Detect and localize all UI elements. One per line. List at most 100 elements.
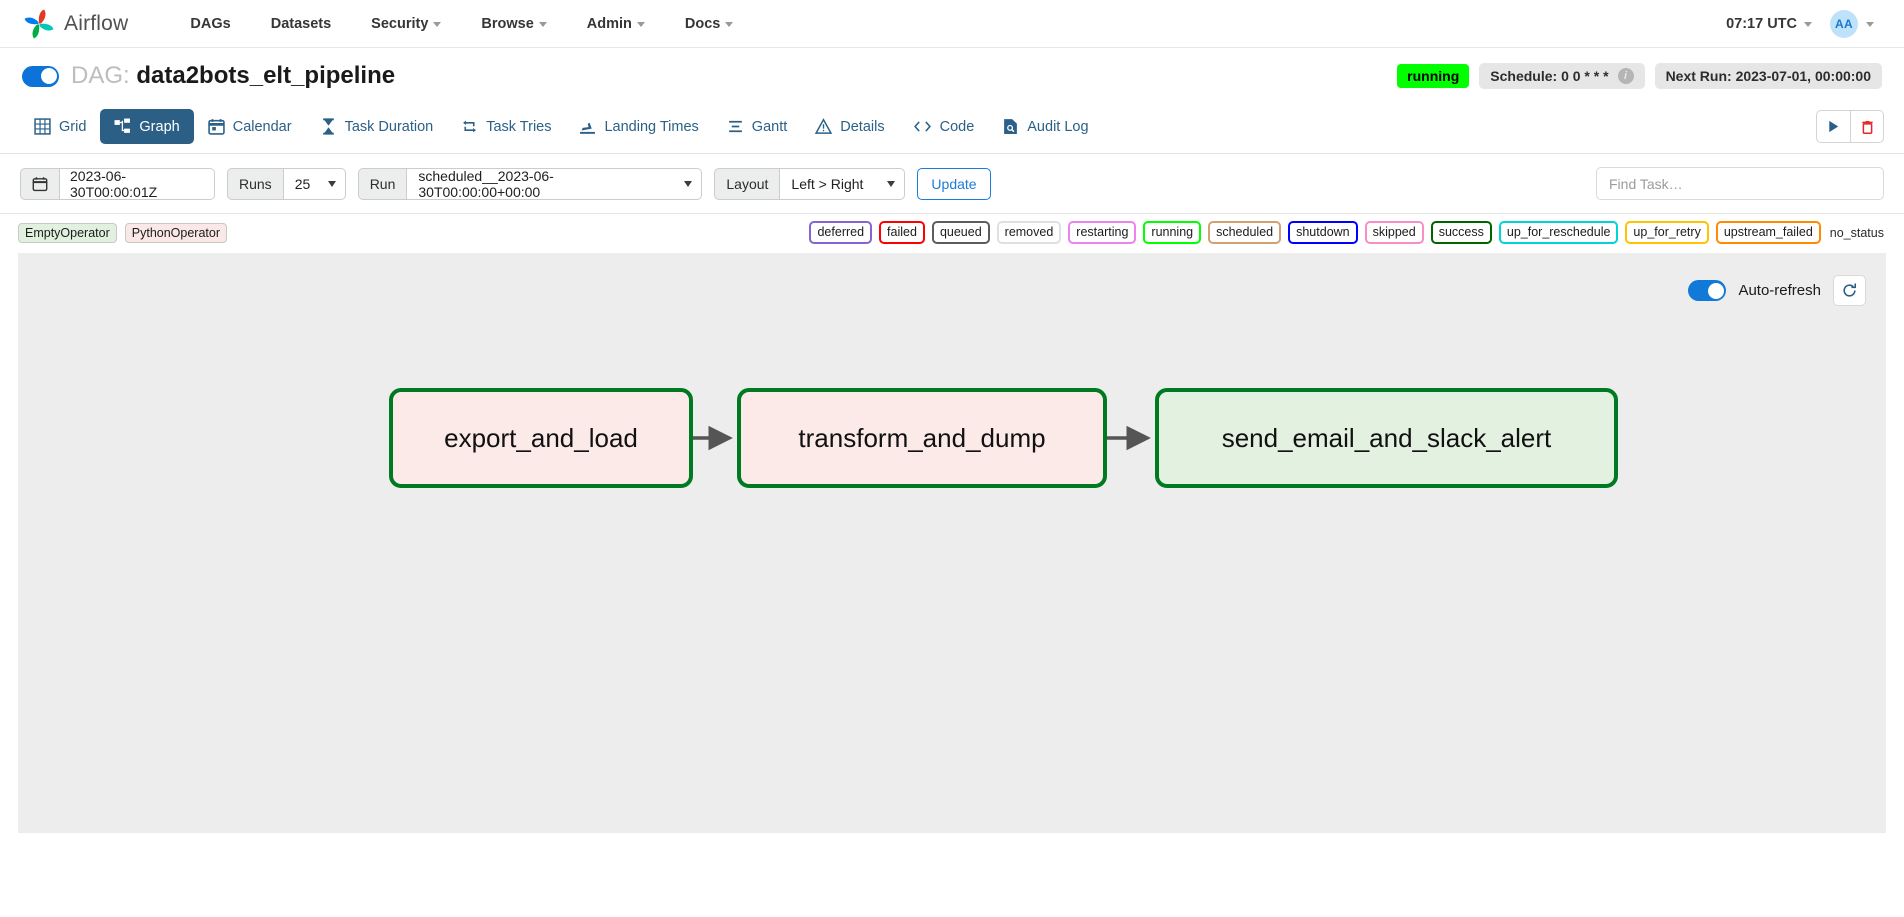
legend-status-skipped: skipped xyxy=(1364,221,1424,244)
auto-refresh-toggle[interactable] xyxy=(1688,280,1727,301)
legend-status-success: success xyxy=(1430,221,1492,244)
nav-label: Browse xyxy=(481,15,534,32)
tab-label: Grid xyxy=(59,118,87,135)
base-date-group: 2023-06-30T00:00:01Z xyxy=(20,167,215,200)
tab-grid[interactable]: Grid xyxy=(20,109,100,144)
run-select[interactable]: scheduled__2023-06-30T00:00:00+00:00 xyxy=(407,167,703,200)
landing-icon xyxy=(580,122,596,134)
airflow-pinwheel-logo xyxy=(24,9,54,38)
layout-label: Layout xyxy=(714,167,781,200)
delete-dag-button[interactable] xyxy=(1850,110,1884,143)
legend-status-scheduled: scheduled xyxy=(1208,221,1282,244)
chevron-down-icon xyxy=(725,22,734,27)
tab-label: Gantt xyxy=(751,118,788,135)
tab-label: Audit Log xyxy=(1027,118,1089,135)
runs-value: 25 xyxy=(294,175,311,192)
nav-link-admin[interactable]: Admin xyxy=(567,10,665,38)
dag-meta: running Schedule: 0 0 * * * i Next Run: … xyxy=(1397,63,1882,89)
nav-link-datasets[interactable]: Datasets xyxy=(251,10,351,38)
nav-label: Datasets xyxy=(270,15,332,32)
task-node-label: export_and_load xyxy=(444,422,638,453)
navbar-right: 07:17 UTC AA xyxy=(1726,9,1882,38)
legend-status-queued: queued xyxy=(931,221,990,244)
warning-triangle-icon xyxy=(815,118,833,134)
brand-home-link[interactable]: Airflow xyxy=(22,7,128,41)
tab-label: Code xyxy=(939,118,975,135)
nav-links: DAGs Datasets Security Browse Admin Docs xyxy=(170,10,753,38)
tab-label: Calendar xyxy=(232,118,292,135)
tab-label: Task Duration xyxy=(344,118,434,135)
nav-link-browse[interactable]: Browse xyxy=(461,10,566,38)
refresh-button[interactable] xyxy=(1833,275,1866,306)
schedule-text: Schedule: 0 0 * * * xyxy=(1490,68,1609,84)
layout-value: Left > Right xyxy=(791,175,864,192)
legend-status-running: running xyxy=(1143,221,1202,244)
tab-graph[interactable]: Graph xyxy=(100,109,194,144)
runs-group: Runs 25 xyxy=(227,167,346,200)
calendar-icon xyxy=(207,119,225,135)
tab-code[interactable]: Code xyxy=(899,109,989,144)
run-value: scheduled__2023-06-30T00:00:00+00:00 xyxy=(418,167,554,200)
legend-operator-python: PythonOperator xyxy=(124,222,228,243)
utc-clock[interactable]: 07:17 UTC xyxy=(1726,16,1812,32)
graph-edges xyxy=(693,425,1151,451)
trash-icon xyxy=(1861,120,1873,134)
page-title: DAG: data2bots_elt_pipeline xyxy=(71,62,395,90)
clock-label: 07:17 UTC xyxy=(1726,15,1797,32)
tab-task-tries[interactable]: Task Tries xyxy=(447,109,565,144)
user-menu[interactable]: AA xyxy=(1830,9,1874,38)
trigger-dag-button[interactable] xyxy=(1816,110,1850,143)
nav-link-security[interactable]: Security xyxy=(351,10,461,38)
schedule-badge: Schedule: 0 0 * * * i xyxy=(1479,63,1645,89)
grid-icon xyxy=(34,118,51,135)
dag-header: DAG: data2bots_elt_pipeline running Sche… xyxy=(0,48,1904,100)
tab-calendar[interactable]: Calendar xyxy=(194,109,306,144)
graph-icon xyxy=(114,118,131,133)
dag-label-prefix: DAG: xyxy=(71,62,130,89)
tab-details[interactable]: Details xyxy=(801,109,898,144)
tab-landing-times[interactable]: Landing Times xyxy=(565,109,712,144)
nav-link-docs[interactable]: Docs xyxy=(665,10,753,38)
graph-canvas[interactable]: Auto-refresh export_and_load transform_a… xyxy=(18,253,1886,833)
tab-gantt[interactable]: Gantt xyxy=(713,109,801,144)
tab-label: Graph xyxy=(139,118,180,135)
layout-group: Layout Left > Right xyxy=(714,167,906,200)
nav-link-dags[interactable]: DAGs xyxy=(170,10,250,38)
layout-select[interactable]: Left > Right xyxy=(780,167,906,200)
legend-status-no-status: no_status xyxy=(1829,225,1884,240)
top-navbar: Airflow DAGs Datasets Security Browse Ad… xyxy=(0,0,1904,48)
chevron-down-icon xyxy=(684,180,693,187)
info-icon[interactable]: i xyxy=(1617,68,1634,84)
play-triangle-icon xyxy=(1829,120,1839,133)
calendar-button[interactable] xyxy=(20,167,60,200)
update-button[interactable]: Update xyxy=(917,167,991,200)
graph-filter-bar: 2023-06-30T00:00:01Z Runs 25 Run schedul… xyxy=(0,154,1904,214)
chevron-down-icon xyxy=(433,22,442,27)
next-run-badge: Next Run: 2023-07-01, 00:00:00 xyxy=(1654,63,1882,89)
nav-label: Security xyxy=(371,15,429,32)
nav-label: Docs xyxy=(684,15,721,32)
legend-row: EmptyOperator PythonOperator deferred fa… xyxy=(0,214,1904,253)
runs-select[interactable]: 25 xyxy=(283,167,346,200)
legend-status-failed: failed xyxy=(879,221,925,244)
task-node-transform-and-dump[interactable]: transform_and_dump xyxy=(737,388,1107,488)
legend-status-up-for-reschedule: up_for_reschedule xyxy=(1498,221,1619,244)
brand-name: Airflow xyxy=(64,11,129,35)
find-task-input[interactable]: Find Task… xyxy=(1596,167,1884,200)
legend-status-up-for-retry: up_for_retry xyxy=(1625,221,1709,244)
code-icon xyxy=(913,121,931,132)
runs-label: Runs xyxy=(227,167,284,200)
task-node-send-email-and-slack-alert[interactable]: send_email_and_slack_alert xyxy=(1155,388,1618,488)
chevron-down-icon xyxy=(538,22,547,27)
tab-audit-log[interactable]: Audit Log xyxy=(988,109,1102,144)
task-node-export-and-load[interactable]: export_and_load xyxy=(389,388,693,488)
base-date-input[interactable]: 2023-06-30T00:00:01Z xyxy=(60,167,215,200)
tab-label: Landing Times xyxy=(604,118,699,135)
tab-task-duration[interactable]: Task Duration xyxy=(306,109,448,144)
nav-label: Admin xyxy=(586,15,632,32)
dag-name: data2bots_elt_pipeline xyxy=(136,62,396,89)
chevron-down-icon xyxy=(327,180,336,187)
dag-view-tabs: Grid Graph Calendar Task Duration xyxy=(0,100,1904,154)
task-node-label: send_email_and_slack_alert xyxy=(1221,422,1552,453)
dag-pause-toggle[interactable] xyxy=(22,65,59,87)
